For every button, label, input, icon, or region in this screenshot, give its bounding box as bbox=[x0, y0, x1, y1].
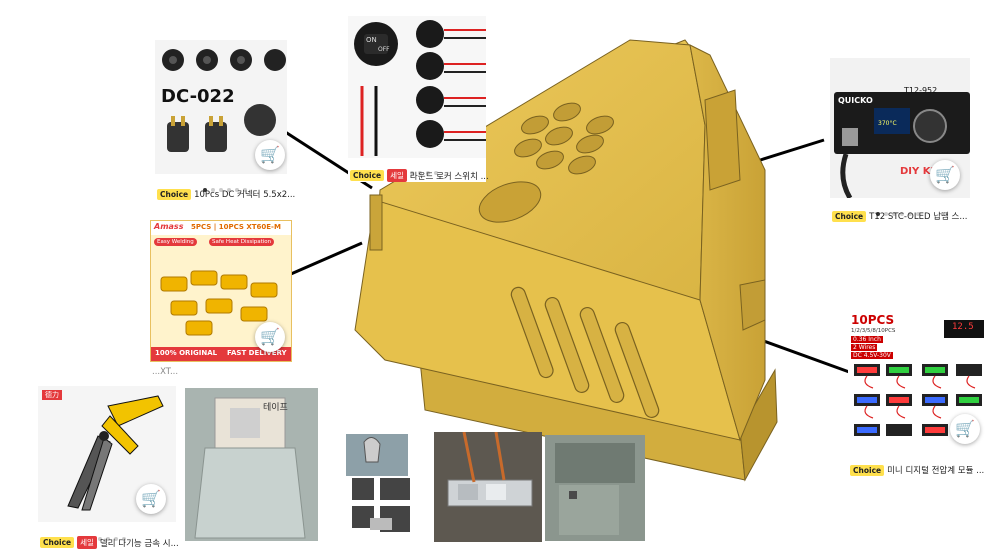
photo-metal-brackets bbox=[324, 432, 430, 542]
leader-line-voltmeter bbox=[749, 334, 853, 375]
xt60-chip-heat: Safe Heat Dissipation bbox=[209, 238, 275, 246]
cart-plus-icon[interactable]: 🛒 bbox=[930, 160, 960, 190]
rocker-off-label: OFF bbox=[378, 46, 390, 53]
xt60-footer-right: FAST DELIVERY bbox=[227, 349, 287, 357]
t12-caption-row: Choice T12 STC-OLED 납땜 스... bbox=[832, 210, 967, 222]
dc-connector-title: DC-022 bbox=[161, 86, 235, 107]
carousel-dots bbox=[82, 526, 130, 541]
t12-brand: QUICKO bbox=[838, 96, 873, 105]
choice-badge: Choice bbox=[832, 210, 867, 222]
xt60-brand: Amass bbox=[154, 222, 184, 231]
photo-soldering-work bbox=[434, 432, 542, 542]
dc-connector-caption: 10Pcs DC 커넥터 5.5x2... bbox=[194, 190, 296, 200]
voltmeter-caption-row: Choice 미니 디지털 전압계 모듈 ... bbox=[850, 464, 984, 476]
voltmeter-reading: 12.5 bbox=[952, 322, 974, 332]
tape-package-label: 테이프 bbox=[263, 403, 288, 413]
product-card-dc-connector[interactable]: DC-022 🛒 Choice 10Pcs DC 커넥터 5.5x2... bbox=[155, 40, 295, 200]
t12-model: T12-952 bbox=[904, 86, 938, 95]
cart-plus-icon[interactable]: 🛒 bbox=[255, 140, 285, 170]
rocker-caption-row: Choice 세일 라운드 로커 스위치 ... bbox=[350, 169, 489, 182]
product-card-rocker-switch[interactable]: ON OFF Choice 세일 라운드 로커 스위치 ... bbox=[348, 16, 489, 182]
choice-badge: Choice bbox=[40, 537, 75, 548]
photo-tape-packaging: 테이프 bbox=[185, 388, 318, 541]
carousel-dots bbox=[394, 160, 442, 175]
leader-line-xt60 bbox=[283, 241, 363, 279]
product-card-xt60[interactable]: Amass 5PCS | 10PCS XT60E-M Easy Welding … bbox=[150, 220, 292, 378]
rocker-caption: 라운드 로커 스위치 ... bbox=[409, 171, 489, 182]
voltmeter-sizes: 1/2/3/5/8/10PCS bbox=[851, 328, 896, 334]
cart-plus-icon[interactable]: 🛒 bbox=[255, 322, 285, 352]
xt60-caption: ...XT... bbox=[152, 367, 179, 377]
choice-badge: Choice bbox=[850, 464, 885, 476]
product-card-voltmeter[interactable]: 10PCS 1/2/3/5/8/10PCS 0.36 Inch 2 Wires … bbox=[848, 312, 988, 478]
tin-snips-brand-tag: 德力 bbox=[42, 390, 62, 400]
xt60-footer-left: 100% ORIGINAL bbox=[155, 349, 218, 357]
t12-overlay-text: DIY KI bbox=[900, 166, 935, 177]
t12-temperature: 370°C bbox=[878, 120, 897, 127]
voltmeter-spec-wires: 2 Wires bbox=[851, 344, 878, 351]
xt60-header: 5PCS | 10PCS XT60E-M bbox=[191, 223, 281, 231]
tin-snips-thumbnail: 德力 bbox=[38, 386, 176, 522]
rocker-on-label: ON bbox=[366, 36, 377, 44]
voltmeter-spec-range: DC 4.5V-30V bbox=[851, 352, 893, 359]
t12-thumbnail: QUICKO T12-952 370°C DIY KI bbox=[830, 58, 970, 198]
cart-plus-icon[interactable]: 🛒 bbox=[136, 484, 166, 514]
tin-snips-caption: 델리 다기능 금속 시... bbox=[99, 538, 179, 549]
product-card-tin-snips[interactable]: 德力 🛒 Choice 세일 델리 다기능 금속 시... bbox=[38, 386, 179, 550]
sale-badge: 세일 bbox=[387, 169, 407, 182]
photo-enclosure-interior bbox=[545, 435, 645, 541]
sale-badge: 세일 bbox=[77, 536, 97, 549]
cart-plus-icon[interactable]: 🛒 bbox=[950, 414, 980, 444]
voltmeter-spec-size: 0.36 Inch bbox=[851, 336, 883, 343]
rocker-switch-thumbnail: ON OFF bbox=[348, 16, 486, 158]
xt60-chip-welding: Easy Welding bbox=[154, 238, 197, 246]
carousel-dots bbox=[203, 177, 251, 192]
product-card-t12[interactable]: QUICKO T12-952 370°C DIY KI 🛒 Choice T12… bbox=[830, 58, 970, 224]
carousel-dots bbox=[876, 201, 924, 216]
choice-badge: Choice bbox=[350, 170, 385, 181]
tin-snips-caption-row: Choice 세일 델리 다기능 금속 시... bbox=[40, 536, 179, 549]
enclosure-render bbox=[354, 39, 778, 482]
dc-connector-caption-row: Choice 10Pcs DC 커넥터 5.5x2... bbox=[157, 188, 295, 200]
choice-badge: Choice bbox=[157, 188, 192, 200]
voltmeter-title: 10PCS bbox=[851, 313, 895, 327]
t12-caption: T12 STC-OLED 납땜 스... bbox=[869, 212, 968, 222]
voltmeter-caption: 미니 디지털 전압계 모듈 ... bbox=[887, 466, 985, 476]
